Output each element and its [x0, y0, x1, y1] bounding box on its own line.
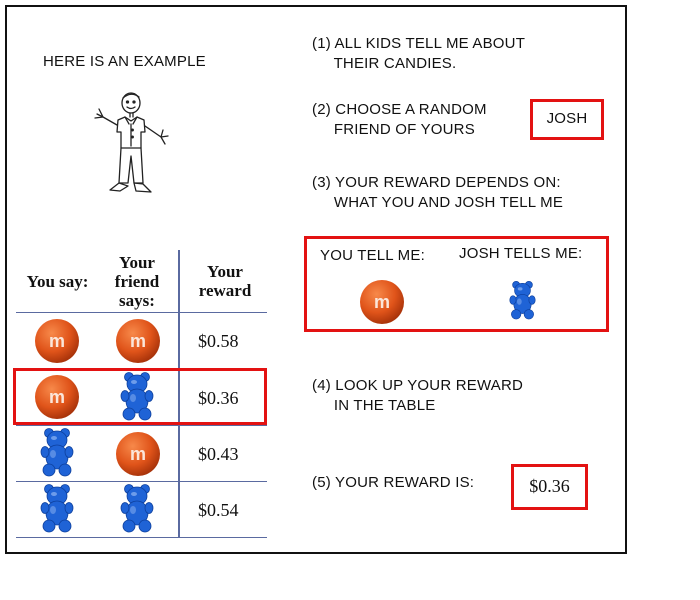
highlighted-row-frame — [13, 368, 267, 425]
example-label: HERE IS AN EXAMPLE — [43, 53, 206, 70]
svg-text:m: m — [130, 444, 146, 464]
table-rule — [16, 312, 267, 313]
header-you-say: You say: — [26, 272, 89, 291]
step-5: (5) YOUR REWARD IS: — [312, 474, 475, 491]
svg-text:m: m — [49, 387, 65, 407]
stick-figure-boy-icon — [94, 92, 169, 193]
gummy-bear-icon — [509, 281, 536, 320]
friend-name-box — [530, 99, 604, 140]
m-and-m-candy-icon: m — [360, 280, 404, 324]
header-your-reward: Your reward — [198, 262, 252, 300]
reward-value-box — [511, 464, 588, 510]
step-3: (3) YOUR REWARD DEPENDS ON: WHAT YOU AND… — [312, 174, 564, 211]
table-rule — [16, 537, 267, 538]
m-and-m-candy-icon: m — [116, 319, 160, 363]
reward-cell: $0.36 — [198, 388, 239, 408]
you-tell-me-label: YOU TELL ME: — [320, 247, 425, 264]
gummy-bear-icon — [120, 372, 154, 421]
example-panel — [5, 5, 627, 554]
gummy-bear-icon — [40, 428, 74, 477]
svg-text:m: m — [49, 331, 65, 351]
gummy-bear-icon — [40, 484, 74, 533]
gummy-bear-icon — [120, 484, 154, 533]
table-column-divider — [178, 250, 180, 538]
step-2: (2) CHOOSE A RANDOM FRIEND OF YOURS — [312, 101, 487, 138]
reward-value: $0.36 — [529, 476, 570, 496]
friend-name: JOSH — [546, 110, 588, 127]
step-1: (1) ALL KIDS TELL ME ABOUT THEIR CANDIES… — [312, 35, 526, 72]
answers-box — [304, 236, 609, 332]
josh-tells-me-label: JOSH TELLS ME: — [459, 245, 583, 262]
reward-cell: $0.58 — [198, 331, 239, 351]
step-4: (4) LOOK UP YOUR REWARD IN THE TABLE — [312, 377, 524, 414]
m-and-m-candy-icon: m — [116, 432, 160, 476]
m-and-m-candy-icon: m — [35, 319, 79, 363]
reward-cell: $0.43 — [198, 444, 239, 464]
table-rule — [16, 425, 267, 426]
table-rule — [16, 481, 267, 482]
reward-cell: $0.54 — [198, 500, 239, 520]
m-and-m-candy-icon: m — [35, 375, 79, 419]
svg-text:m: m — [130, 331, 146, 351]
svg-text:m: m — [374, 292, 390, 312]
header-friend-says: Your friend says: — [114, 253, 160, 310]
